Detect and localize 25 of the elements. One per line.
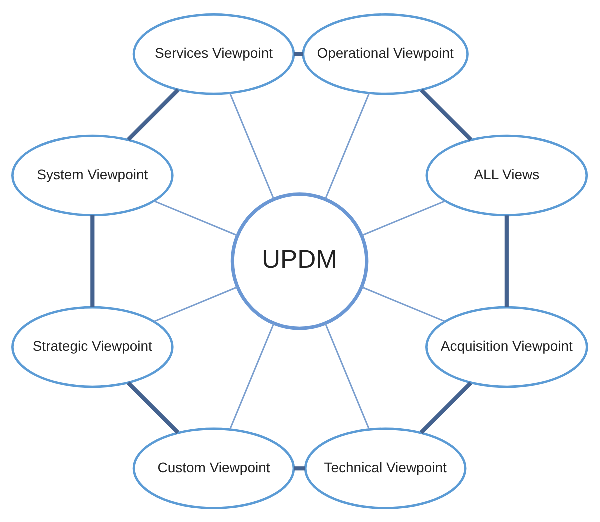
connector xyxy=(90,215,95,307)
connector xyxy=(154,286,238,322)
connector xyxy=(420,88,473,141)
connector xyxy=(362,286,446,322)
connector xyxy=(294,466,306,470)
node-ellipse: Operational Viewpoint xyxy=(302,13,469,95)
connector xyxy=(294,52,304,56)
node-ellipse: System Viewpoint xyxy=(12,134,174,216)
connector xyxy=(324,322,370,430)
node-ellipse: Services Viewpoint xyxy=(132,13,296,95)
connector xyxy=(504,215,509,307)
connector xyxy=(324,92,370,200)
node-ellipse: Acquisition Viewpoint xyxy=(426,306,588,388)
node-ellipse: ALL Views xyxy=(426,134,588,216)
connector xyxy=(229,92,275,200)
connector xyxy=(420,381,472,434)
connector xyxy=(229,322,275,430)
node-ellipse: Strategic Viewpoint xyxy=(12,306,174,388)
node-ellipse: Technical Viewpoint xyxy=(304,427,467,509)
node-ellipse: Custom Viewpoint xyxy=(132,427,296,509)
connector xyxy=(127,88,180,141)
node-circle: UPDM xyxy=(230,192,369,330)
connector xyxy=(154,200,238,236)
connector xyxy=(362,200,446,236)
connector xyxy=(126,381,180,434)
